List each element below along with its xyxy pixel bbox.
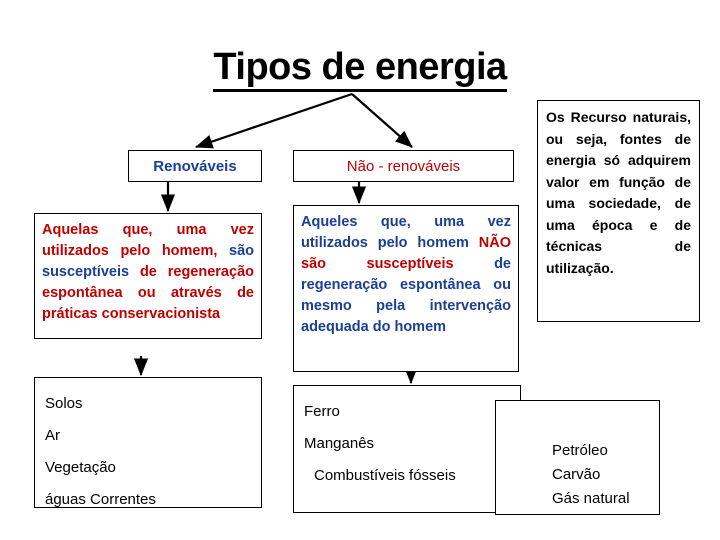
list-item: Vegetação [45, 459, 116, 476]
list-item: Carvão [552, 466, 601, 483]
list-nao-renovaveis-examples: Ferro Manganês Combustíveis fósseis [293, 385, 521, 513]
note-recursos-naturais-text: Os Recurso naturais, ou seja, fontes de … [546, 109, 691, 276]
arrow-title-to-nao-renovaveis [351, 93, 413, 148]
node-nao-renovaveis-label: Não - renováveis [346, 157, 461, 175]
arrow-title-to-renovaveis [194, 92, 353, 149]
list-renovaveis-examples: Solos Ar Vegetação águas Correntes [34, 377, 262, 508]
nao-renovaveis-description-text: Aqueles que, uma vez utilizados pelo hom… [301, 212, 511, 338]
list-item: Solos [45, 395, 83, 412]
node-nao-renovaveis-description: Aqueles que, uma vez utilizados pelo hom… [293, 205, 519, 372]
page-title-text: Tipos de energia [213, 46, 507, 92]
node-nao-renovaveis[interactable]: Não - renováveis [293, 150, 514, 182]
note-recursos-naturais: Os Recurso naturais, ou seja, fontes de … [537, 100, 700, 322]
list-item: Manganês [304, 435, 375, 452]
renovaveis-desc-part1: Aquelas que, uma vez utilizados pelo hom… [42, 222, 254, 259]
node-renovaveis-label: Renováveis [153, 157, 237, 175]
list-item: Combustíveis fósseis [314, 467, 456, 484]
list-item: Ar [45, 427, 60, 444]
list-item: Gás natural [552, 490, 630, 507]
list-item: Ferro [304, 403, 340, 420]
nao-renovaveis-desc-part3: de regeneração espontânea ou mesmo pela … [301, 256, 511, 335]
nao-renovaveis-example-items: Ferro Manganês Combustíveis fósseis [304, 396, 510, 492]
node-renovaveis[interactable]: Renováveis [128, 150, 262, 182]
renovaveis-description-text: Aquelas que, uma vez utilizados pelo hom… [42, 220, 254, 325]
list-item: Petróleo [552, 442, 608, 459]
list-fossil-fuels: Petróleo Carvão Gás natural [495, 400, 660, 515]
node-renovaveis-description: Aquelas que, uma vez utilizados pelo hom… [34, 213, 262, 339]
fossil-fuel-items: Petróleo Carvão Gás natural [552, 439, 630, 511]
nao-renovaveis-desc-part1: Aqueles que, uma vez utilizados pelo hom… [301, 214, 511, 251]
list-item: águas Correntes [45, 491, 156, 508]
nao-renovaveis-desc-highlight: NÃO são susceptíveis [301, 235, 511, 272]
page-title: Tipos de energia [0, 46, 720, 92]
renovaveis-desc-highlight: são susceptíveis [42, 243, 254, 280]
renovaveis-desc-part3: de regeneração espontânea ou através de … [42, 264, 254, 322]
renovaveis-example-items: Solos Ar Vegetação águas Correntes [45, 388, 251, 516]
